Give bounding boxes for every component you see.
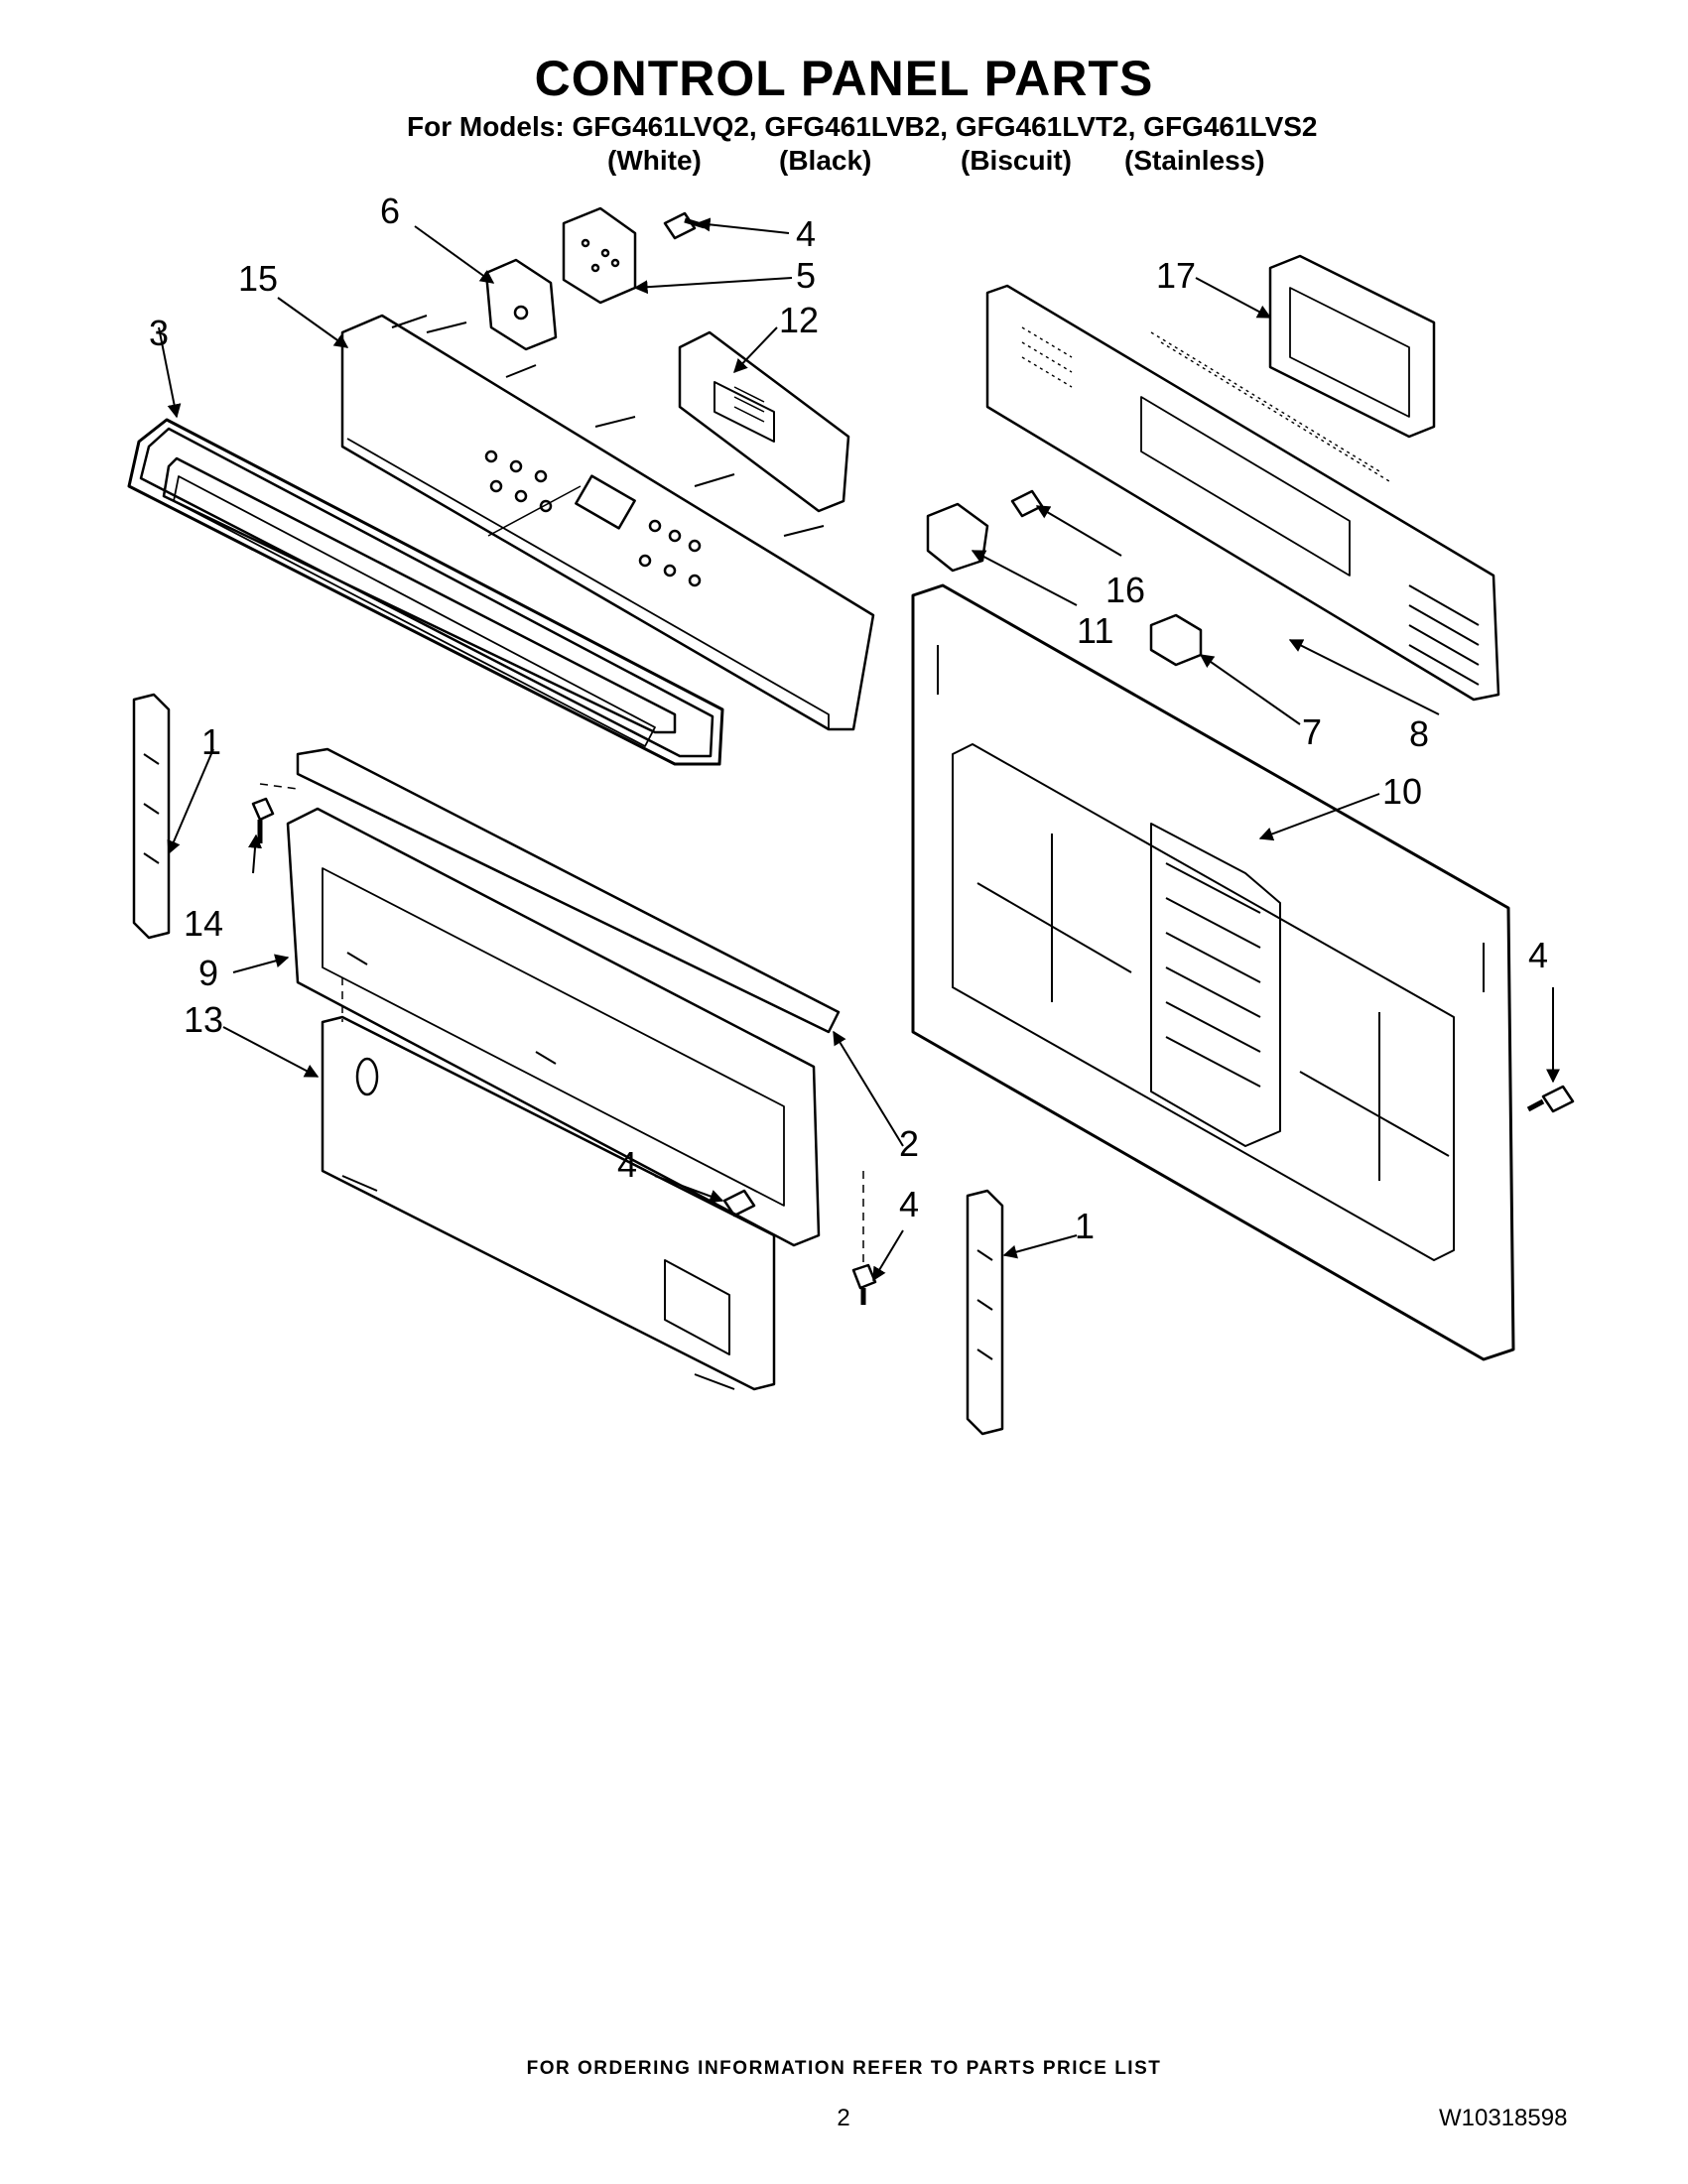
- finish-stainless: (Stainless): [1124, 145, 1265, 176]
- callout-8: 8: [1409, 713, 1429, 754]
- callout-15: 15: [238, 258, 278, 299]
- models-line: For Models: GFG461LVQ2, GFG461LVB2, GFG4…: [407, 111, 1318, 142]
- part-8-rear-vent-panel: [985, 284, 1500, 702]
- finish-biscuit: (Biscuit): [961, 145, 1072, 176]
- part-12-electronic-control: [678, 330, 850, 513]
- callout-6: 6: [380, 191, 400, 231]
- callout-4-top: 4: [796, 213, 816, 254]
- callout-7: 7: [1302, 711, 1322, 752]
- callout-4-lower-center: 4: [617, 1144, 637, 1185]
- finish-white: (White): [607, 145, 702, 176]
- callout-4-lower-right: 4: [899, 1184, 919, 1224]
- callout-9: 9: [198, 953, 218, 993]
- document-id: W10318598: [1439, 2105, 1568, 2131]
- finish-black: (Black): [779, 145, 872, 176]
- part-1-side-bracket-left: [132, 693, 171, 940]
- part-4-screw-right: [1526, 1085, 1575, 1113]
- callout-4-right: 4: [1528, 935, 1548, 975]
- part-1-side-bracket-right: [966, 1189, 1004, 1436]
- page-title: CONTROL PANEL PARTS: [534, 51, 1154, 106]
- callout-11: 11: [1077, 610, 1113, 651]
- part-15-control-panel-back: [340, 314, 875, 731]
- part-5-board: [562, 206, 637, 305]
- leader-arrows: [158, 217, 1560, 1282]
- callout-10: 10: [1382, 771, 1422, 812]
- callout-17: 17: [1156, 255, 1196, 296]
- part-3-control-panel-frame: [127, 418, 724, 766]
- callout-16: 16: [1105, 570, 1145, 610]
- part-7-terminal-block: [1149, 613, 1203, 667]
- callout-1-left: 1: [201, 721, 221, 762]
- callout-1-right: 1: [1075, 1206, 1095, 1246]
- part-4-screw-lower-right: [851, 1263, 877, 1305]
- part-10-rear-panel: [911, 583, 1515, 1361]
- part-4-screw-top: [663, 211, 706, 240]
- callout-5: 5: [796, 255, 816, 296]
- callout-numbers: 3 6 15 4 5 12 17 16 11 7 8 10 4 1 14 9 1…: [149, 191, 1548, 1246]
- part-2-support-channel: [296, 747, 841, 1034]
- part-11-clip: [926, 502, 989, 573]
- callout-13: 13: [184, 999, 223, 1040]
- part-9-lower-panel: [286, 807, 821, 1247]
- callout-3: 3: [149, 313, 169, 353]
- part-6-bracket: [484, 258, 558, 351]
- part-13-access-cover: [321, 1015, 776, 1391]
- alignment-lines: [259, 783, 864, 1265]
- ordering-footer: FOR ORDERING INFORMATION REFER TO PARTS …: [526, 2058, 1162, 2079]
- part-17-vent-duct: [1268, 254, 1436, 439]
- callout-12: 12: [779, 300, 819, 340]
- part-16-screw: [1010, 489, 1044, 518]
- part-4-screw-lower-center: [722, 1189, 756, 1218]
- callout-2: 2: [899, 1123, 919, 1164]
- callout-14: 14: [184, 903, 223, 944]
- page-number: 2: [837, 2105, 850, 2131]
